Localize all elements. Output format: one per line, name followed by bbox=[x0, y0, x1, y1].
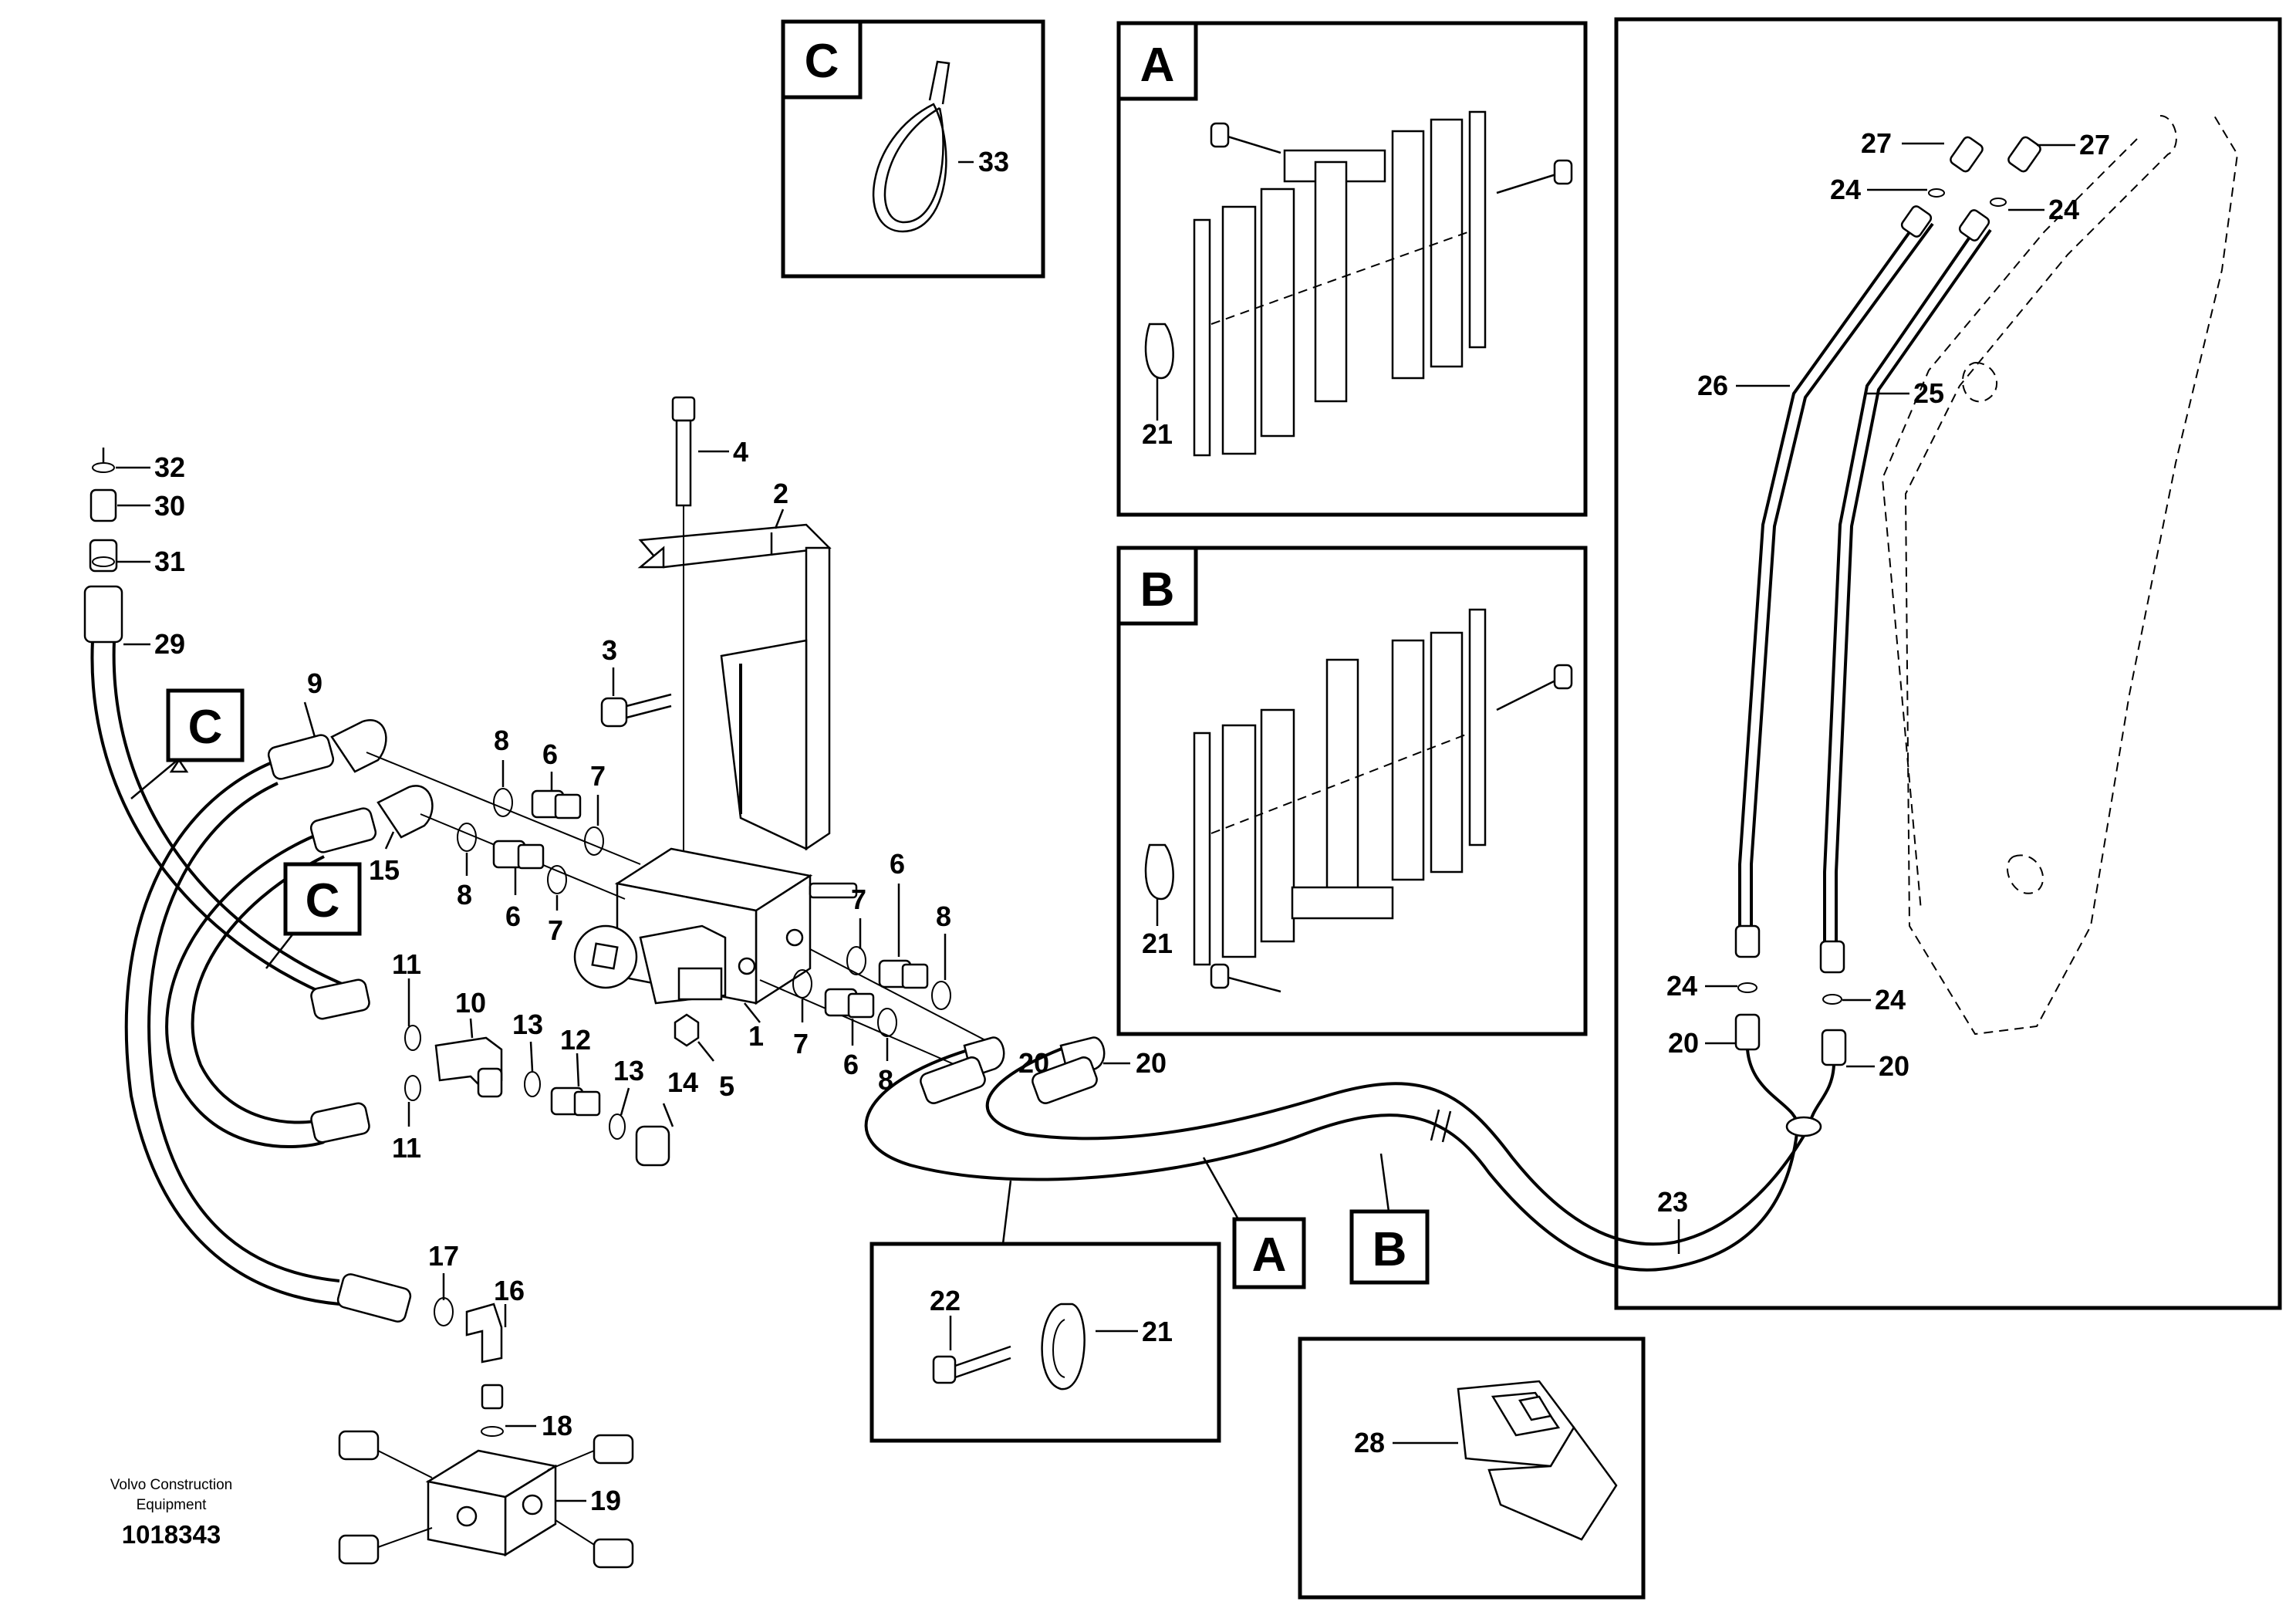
detail-tag-c: C bbox=[805, 35, 839, 88]
label-20-lower-right: 20 bbox=[1136, 1047, 1167, 1079]
right-fitting-row: 6 7 8 7 6 8 20 20 bbox=[759, 848, 1167, 1104]
label-15: 15 bbox=[369, 854, 400, 886]
detail-c-cable-tie-inset: C 33 bbox=[781, 19, 1045, 279]
label-18: 18 bbox=[542, 1410, 572, 1441]
valve-assembly: 4 2 3 1 5 bbox=[573, 396, 858, 1102]
label-22: 22 bbox=[930, 1285, 961, 1316]
label-26: 26 bbox=[1697, 370, 1728, 401]
label-6-right-lower: 6 bbox=[843, 1049, 859, 1080]
label-28: 28 bbox=[1354, 1427, 1385, 1458]
label-12: 12 bbox=[560, 1024, 591, 1056]
label-31: 31 bbox=[154, 546, 185, 577]
label-3: 3 bbox=[602, 634, 617, 666]
boom-hydraulic-lines-panel: 27 27 24 24 26 25 24 24 20 20 23 bbox=[1614, 17, 2282, 1310]
label-23: 23 bbox=[1657, 1186, 1688, 1218]
label-8-right-lower: 8 bbox=[878, 1064, 893, 1096]
label-6-upper: 6 bbox=[542, 738, 558, 770]
label-20-right-box-right: 20 bbox=[1879, 1050, 1909, 1082]
label-8-upper: 8 bbox=[494, 725, 509, 756]
detail-b-clamp-inset: B 21 bbox=[1116, 546, 1588, 1036]
detail-a-clamp-inset: A 21 bbox=[1116, 21, 1588, 517]
label-24-bottom-right: 24 bbox=[1875, 984, 1906, 1015]
detail-tag-b-hose: B bbox=[1373, 1223, 1407, 1276]
left-hose-assembly: 32 30 31 29 9 15 bbox=[83, 448, 434, 1323]
label-11-lower: 11 bbox=[392, 1132, 421, 1164]
detail-c-callouts-left: C C bbox=[130, 688, 362, 969]
label-8-right-upper: 8 bbox=[936, 901, 951, 932]
label-7-upper: 7 bbox=[590, 760, 606, 792]
credit-block: Volvo Construction Equipment 1018343 bbox=[110, 1477, 232, 1549]
label-19: 19 bbox=[590, 1485, 621, 1516]
hose-bundle-23 bbox=[864, 1040, 1822, 1272]
label-24-top-right: 24 bbox=[2048, 194, 2079, 225]
label-20-lower-left: 20 bbox=[1018, 1047, 1049, 1079]
detail-tag-a-hose: A bbox=[1252, 1228, 1287, 1282]
label-29: 29 bbox=[154, 628, 185, 660]
label-13-right: 13 bbox=[613, 1055, 644, 1086]
label-10: 10 bbox=[455, 987, 486, 1019]
detail-tag-c-left-upper: C bbox=[188, 701, 223, 754]
label-13-left: 13 bbox=[512, 1009, 543, 1040]
switch-detail-inset: 28 bbox=[1298, 1336, 1646, 1600]
label-33: 33 bbox=[978, 146, 1009, 177]
detail-tag-a: A bbox=[1140, 39, 1175, 92]
label-8-mid: 8 bbox=[457, 879, 472, 911]
label-6-right-upper: 6 bbox=[890, 848, 905, 880]
label-4: 4 bbox=[733, 436, 748, 468]
credit-company-line1: Volvo Construction bbox=[110, 1477, 232, 1493]
label-21-a: 21 bbox=[1142, 418, 1173, 450]
label-21-b: 21 bbox=[1142, 928, 1173, 959]
document-number: 1018343 bbox=[122, 1520, 221, 1549]
label-32: 32 bbox=[154, 451, 185, 483]
label-27-left: 27 bbox=[1861, 127, 1892, 159]
label-30: 30 bbox=[154, 490, 185, 522]
port-block-assembly: 17 16 18 19 bbox=[338, 1240, 634, 1569]
label-7-right-upper: 7 bbox=[851, 884, 866, 915]
label-7-mid: 7 bbox=[548, 914, 563, 946]
label-25: 25 bbox=[1913, 377, 1944, 409]
hose-callouts: A B bbox=[1202, 1153, 1430, 1289]
label-24-top-left: 24 bbox=[1830, 174, 1861, 205]
label-7-right-lower: 7 bbox=[793, 1028, 809, 1059]
label-14: 14 bbox=[667, 1066, 698, 1098]
label-21-clamp: 21 bbox=[1142, 1316, 1173, 1347]
clamp-detail-inset: 21 22 bbox=[869, 1180, 1221, 1443]
credit-company-line2: Equipment bbox=[137, 1497, 208, 1513]
label-17: 17 bbox=[428, 1240, 459, 1272]
detail-tag-b: B bbox=[1140, 563, 1175, 617]
tee-fitting-row: 11 11 10 13 12 13 14 bbox=[392, 948, 698, 1167]
label-6-mid: 6 bbox=[505, 901, 521, 932]
detail-tag-c-left-lower: C bbox=[306, 874, 340, 928]
label-20-right-box-left: 20 bbox=[1668, 1027, 1699, 1059]
label-27-right: 27 bbox=[2079, 129, 2110, 161]
label-16: 16 bbox=[494, 1275, 525, 1306]
label-24-bottom-left: 24 bbox=[1666, 970, 1697, 1002]
label-9: 9 bbox=[307, 667, 322, 699]
label-11-upper: 11 bbox=[392, 948, 421, 980]
label-5: 5 bbox=[719, 1070, 734, 1102]
label-1: 1 bbox=[748, 1020, 764, 1052]
label-2: 2 bbox=[773, 478, 788, 509]
upper-fitting-row: 8 6 7 8 6 7 bbox=[366, 725, 641, 946]
